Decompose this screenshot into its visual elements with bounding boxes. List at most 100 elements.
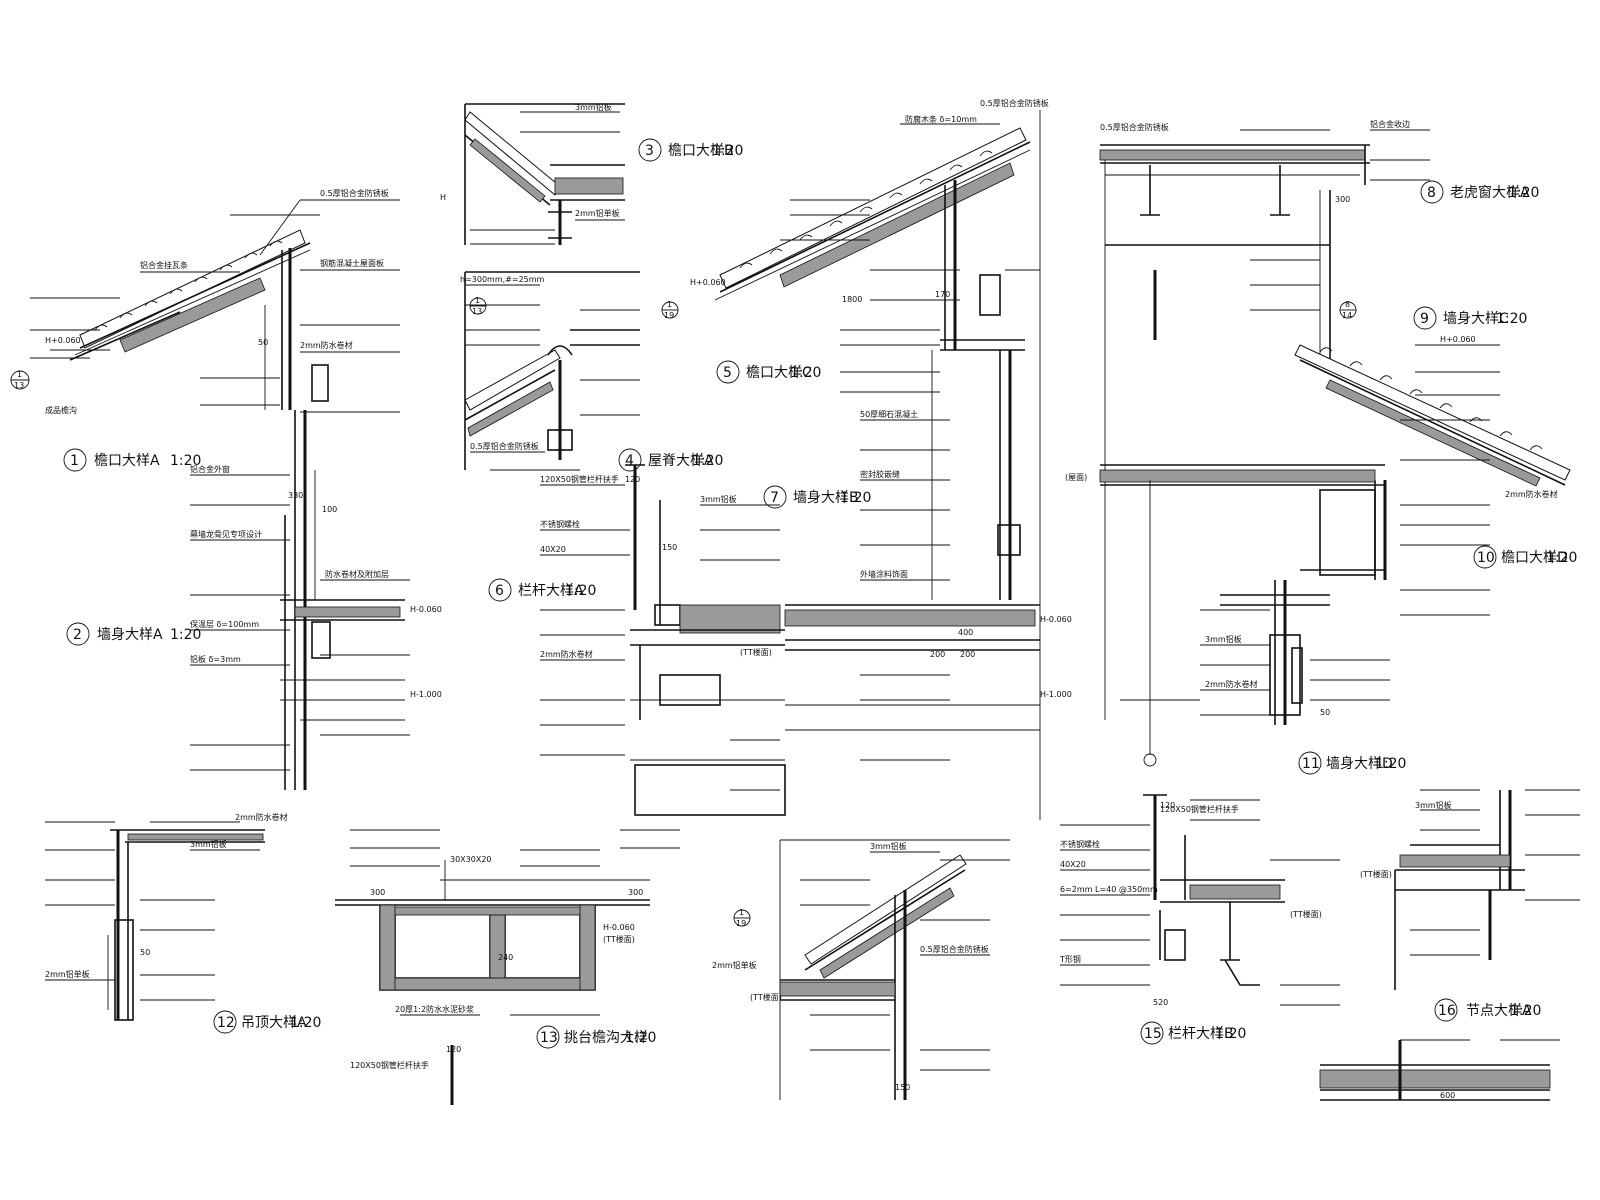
detail-3-eave-b: 3mm铝板 2mm铝单板 H 3 檐口大样B 1:20 — [440, 102, 743, 245]
svg-text:1:20: 1:20 — [712, 143, 743, 159]
detail-title-4: 4 屋脊大样A 1:20 — [618, 448, 723, 472]
dim-300-b: 300 — [370, 888, 385, 897]
dim-150-b: 150 — [895, 1083, 910, 1092]
svg-text:1:20: 1:20 — [1375, 756, 1406, 772]
svg-text:8: 8 — [1345, 300, 1350, 309]
ref-bubble-14: 1 19 — [733, 908, 751, 928]
dim-300-c: 300 — [628, 888, 643, 897]
note-level-h-0060-b: H-0.060 — [1040, 615, 1072, 624]
note-floor-tt-b: (TT楼面) — [603, 934, 635, 944]
dim-150: 150 — [662, 543, 677, 552]
svg-text:1:20: 1:20 — [565, 583, 596, 599]
svg-text:1: 1 — [70, 453, 79, 469]
svg-text:1:20: 1:20 — [170, 453, 201, 469]
detail-title-1: 1 檐口大样A 1:20 — [63, 448, 201, 472]
svg-text:5: 5 — [723, 365, 732, 381]
ref-bubble-4: 1 13 — [469, 296, 487, 316]
note-roof-level: (屋面) — [1065, 473, 1087, 482]
svg-text:11: 11 — [1302, 756, 1320, 772]
dim-200-a: 200 — [930, 650, 945, 659]
note-roof-slab: 钢筋混凝土屋面板 — [320, 258, 384, 268]
detail-title-2: 2 墙身大样A 1:20 — [66, 622, 201, 646]
svg-text:13: 13 — [472, 307, 482, 316]
dim-430: 400 — [958, 628, 973, 637]
svg-text:19: 19 — [736, 919, 746, 928]
dim-500: 50 — [140, 948, 150, 957]
note-floor-tt-e: (TT楼面) — [1360, 869, 1392, 879]
svg-text:墙身大样A: 墙身大样A — [97, 627, 163, 643]
note-floor-tt-d: (TT楼面) — [1290, 909, 1322, 919]
svg-text:1: 1 — [475, 296, 480, 305]
note-2mm-membrane: 2mm防水卷材 — [540, 649, 593, 659]
detail-title-5: 5 檐口大样C 1:20 — [716, 360, 821, 384]
ref-bubble-5: 1 19 — [661, 300, 679, 320]
note-wood-strip: 防腐木条 δ=10mm — [905, 114, 977, 124]
note-fine-concrete: 50厚细石混凝土 — [860, 409, 918, 419]
note-insulation: 保温层 δ=100mm — [190, 619, 259, 629]
svg-text:1:20: 1:20 — [840, 490, 871, 506]
note-size-40x20: 40X20 — [540, 545, 566, 554]
svg-text:6: 6 — [495, 583, 504, 599]
note-aluminum-trim: 铝合金收边 — [1370, 119, 1410, 129]
note-bracket-spec: 6=2mm L=40 @350mm — [1060, 885, 1158, 894]
svg-text:4: 4 — [625, 453, 634, 469]
detail-title-8: 8 老虎窗大样A 1:20 — [1420, 180, 1539, 204]
svg-text:1: 1 — [17, 370, 22, 379]
dim-520: 520 — [1153, 998, 1168, 1007]
svg-text:7: 7 — [770, 490, 779, 506]
svg-text:屋脊大样A: 屋脊大样A — [648, 453, 714, 469]
detail-12-ceiling-a: 2mm防水卷材 3mm铝板 2mm铝单板 50 12 吊顶大样A 1:20 — [45, 812, 321, 1034]
detail-8-dormer-a: 0.5厚铝合金防锈板 铝合金收边 300 8 老虎窗大样A 1:20 — [1099, 119, 1539, 720]
detail-title-12: 12 吊顶大样A 1:20 — [213, 1010, 321, 1034]
note-floor-tt-c: (TT楼面) — [750, 992, 782, 1002]
note-waterproof-membrane: 2mm防水卷材 — [300, 340, 353, 350]
note-2mm-membrane-d: 2mm防水卷材 — [235, 812, 288, 822]
note-railing-handrail: 120X50钢管栏杆扶手 — [540, 474, 619, 484]
detail-title-7: 7 墙身大样B 1:20 — [763, 485, 871, 509]
note-floor-tt: (TT楼面) — [740, 647, 772, 657]
note-level-h-plus: H+0.060 — [1440, 335, 1476, 344]
note-2mm-panel-b: 2mm铝单板 — [45, 969, 90, 979]
detail-title-15: 15 栏杆大样B 1:20 — [1140, 1021, 1246, 1045]
note-aluminum-sheet-d: 0.5厚铝合金防锈板 — [1100, 122, 1169, 132]
dim-600: 600 — [1440, 1091, 1455, 1100]
note-2mm-membrane-c: 2mm防水卷材 — [1205, 679, 1258, 689]
svg-text:1:20: 1:20 — [790, 365, 821, 381]
note-2mm-membrane-b: 2mm防水卷材 — [1505, 489, 1558, 499]
note-ridge-size: h=300mm,#=25mm — [460, 275, 545, 284]
ref-bubble-9: 8 14 — [1339, 300, 1357, 320]
note-aluminum-sheet-b: 0.5厚铝合金防锈板 — [470, 441, 539, 451]
svg-text:8: 8 — [1427, 185, 1436, 201]
note-aluminum-3mm-e: 3mm铝板 — [190, 839, 227, 849]
dim-340: 330 — [288, 491, 303, 500]
note-stainless-bolt: 不锈钢螺栓 — [540, 519, 580, 529]
svg-text:1:20: 1:20 — [1496, 311, 1527, 327]
note-aluminum-3mm-d: 3mm铝板 — [1205, 634, 1242, 644]
note-aluminum-3mm-g: 3mm铝板 — [1415, 800, 1452, 810]
detail-2-wall-a: 铝合金外窗 幕墙龙骨见专项设计 保温层 δ=100mm 铝板 δ=3mm 防水卷… — [66, 410, 442, 790]
note-aluminum-3mm-c: 3mm铝板 — [700, 494, 737, 504]
dim-170: 170 — [935, 290, 950, 299]
note-aluminum-3mm-f: 3mm铝板 — [870, 841, 907, 851]
note-aluminum-sheet-e: 0.5厚铝合金防锈板 — [920, 944, 989, 954]
svg-text:2: 2 — [73, 627, 82, 643]
note-level-h-1000: H-1.000 — [410, 690, 442, 699]
svg-text:1:20: 1:20 — [1215, 1026, 1246, 1042]
detail-title-6: 6 栏杆大样A 1:20 — [488, 578, 596, 602]
floor-fragment: 600 — [1319, 1039, 1560, 1101]
svg-text:节点大样A: 节点大样A — [1466, 1003, 1532, 1019]
dim-240: 240 — [498, 953, 513, 962]
note-aluminum-3mm: 铝板 δ=3mm — [190, 654, 241, 664]
dim-300: 300 — [1335, 195, 1350, 204]
svg-text:13: 13 — [14, 381, 24, 390]
note-level-h0060-c: H+0.060 — [690, 278, 726, 287]
svg-text:墙身大样B: 墙身大样B — [793, 490, 859, 506]
svg-text:墙身大样D: 墙身大样D — [1326, 756, 1393, 772]
svg-text:墙身大样C: 墙身大样C — [1443, 311, 1509, 327]
svg-text:14: 14 — [1342, 311, 1352, 320]
dim-50: 50 — [258, 338, 268, 347]
svg-text:15: 15 — [1144, 1026, 1162, 1042]
dim-120-b: 120 — [446, 1045, 461, 1054]
note-level-h-0060: H-0.060 — [410, 605, 442, 614]
